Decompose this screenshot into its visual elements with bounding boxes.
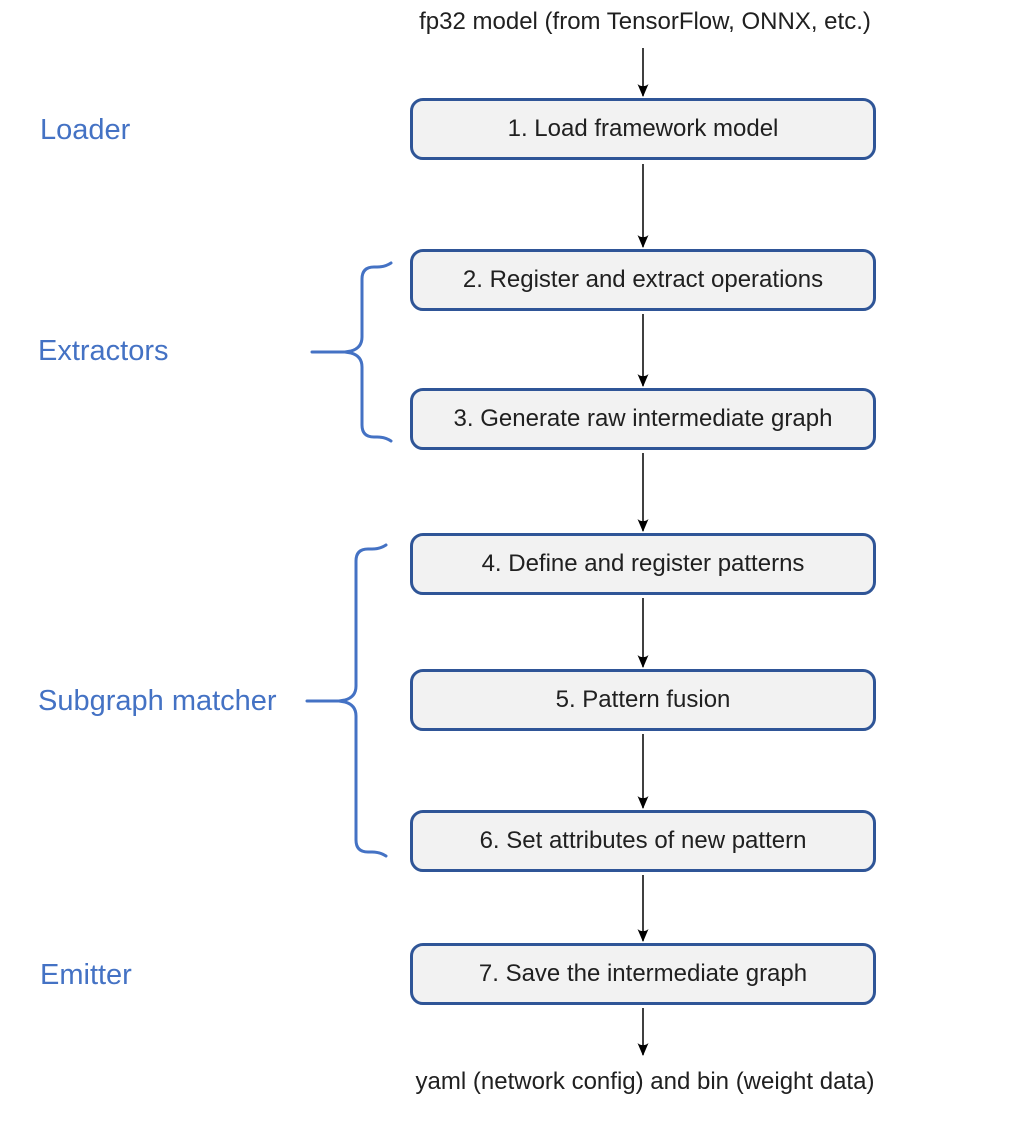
step-box-7: 7. Save the intermediate graph bbox=[410, 943, 876, 1005]
step-box-6: 6. Set attributes of new pattern bbox=[410, 810, 876, 872]
step-box-1: 1. Load framework model bbox=[410, 98, 876, 160]
stage-label-subgraph-matcher: Subgraph matcher bbox=[38, 685, 277, 717]
step-box-3: 3. Generate raw intermediate graph bbox=[410, 388, 876, 450]
stage-label-loader: Loader bbox=[40, 114, 131, 146]
stage-label-emitter: Emitter bbox=[40, 959, 132, 991]
step-box-4: 4. Define and register patterns bbox=[410, 533, 876, 595]
stage-label-extractors: Extractors bbox=[38, 335, 169, 367]
extractors-brace bbox=[310, 261, 393, 443]
step-box-2: 2. Register and extract operations bbox=[410, 249, 876, 311]
subgraph-matcher-brace bbox=[305, 543, 388, 858]
step-box-5: 5. Pattern fusion bbox=[410, 669, 876, 731]
input-annotation: fp32 model (from TensorFlow, ONNX, etc.) bbox=[419, 8, 871, 35]
output-annotation: yaml (network config) and bin (weight da… bbox=[415, 1068, 875, 1095]
